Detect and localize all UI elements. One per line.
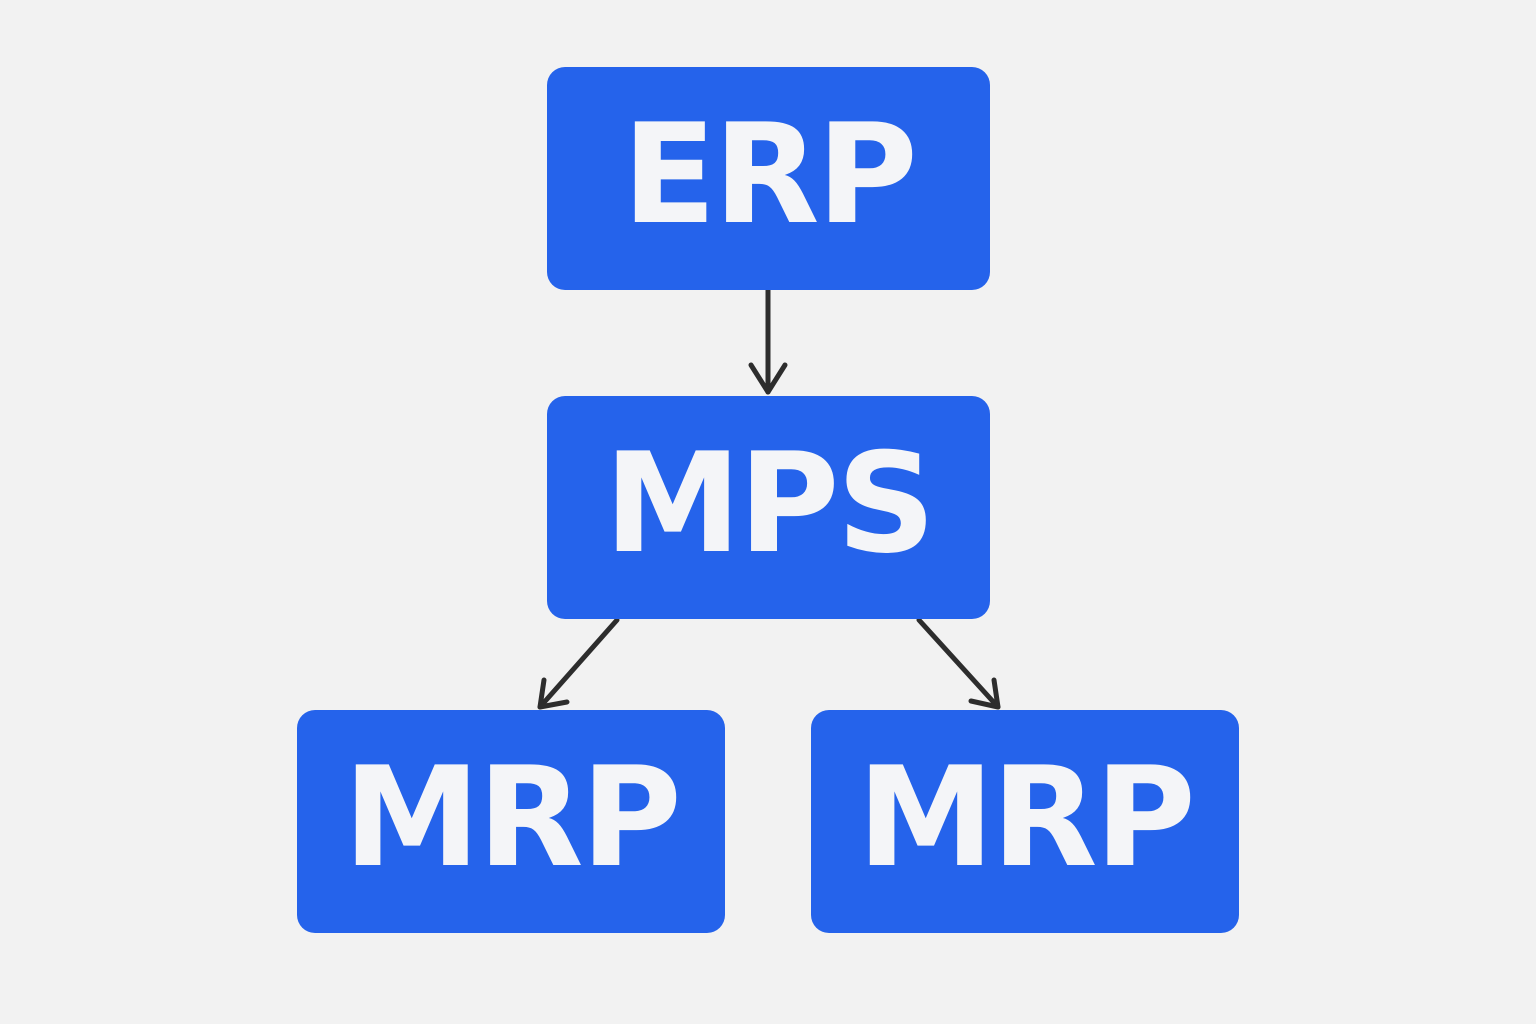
edge-mps-to-mrp-left-line xyxy=(537,617,620,710)
edge-mps-to-mrp-right-line xyxy=(916,617,1001,710)
node-erp: ERP xyxy=(547,67,990,290)
node-mrp-left: MRP xyxy=(297,710,725,933)
edge-mps-to-mrp-right xyxy=(916,617,1001,710)
edge-erp-to-mps xyxy=(748,287,788,395)
node-mps: MPS xyxy=(547,396,990,619)
edge-erp-to-mps-arrowhead xyxy=(748,362,788,395)
edge-mps-to-mrp-left xyxy=(537,617,620,710)
node-mrp-left-label: MRP xyxy=(343,736,682,898)
edge-mps-to-mrp-right-arrowhead xyxy=(968,677,1001,710)
edge-mps-to-mrp-left-arrowhead xyxy=(537,677,570,710)
node-mrp-right: MRP xyxy=(811,710,1239,933)
node-mps-label: MPS xyxy=(604,422,936,584)
node-mrp-right-label: MRP xyxy=(857,736,1196,898)
node-erp-label: ERP xyxy=(622,93,918,255)
